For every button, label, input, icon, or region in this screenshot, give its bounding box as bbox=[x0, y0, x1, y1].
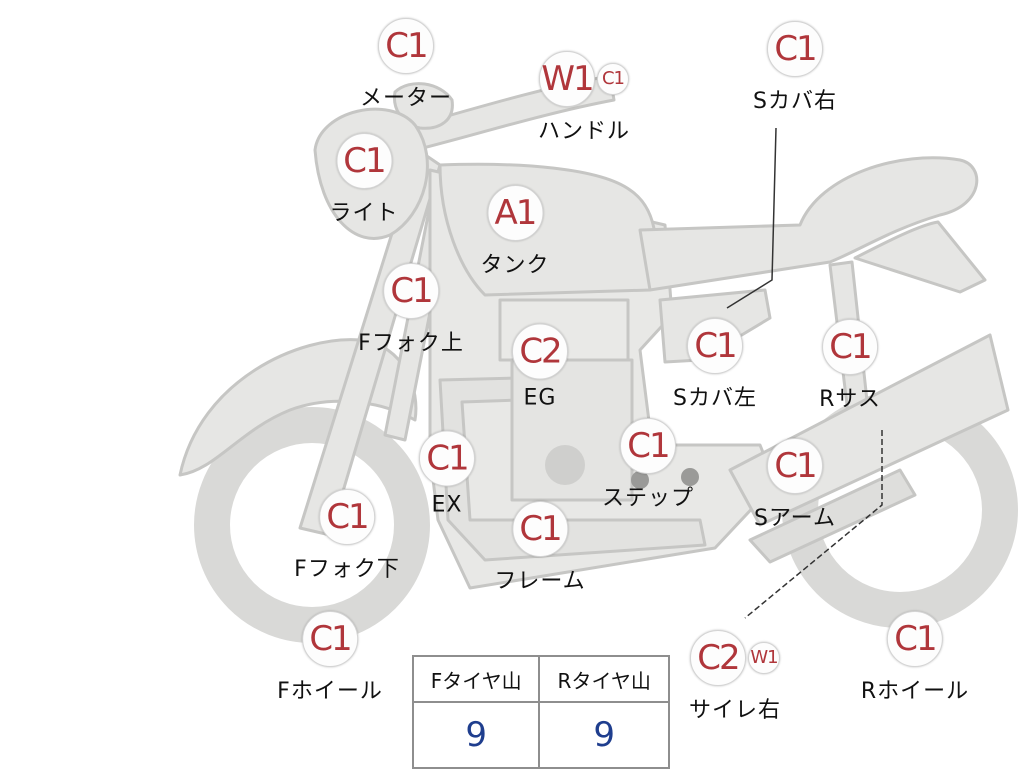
light-grade-badge: C1 bbox=[335, 133, 392, 189]
engine-marker: C2 EG bbox=[512, 323, 568, 411]
frame-label: フレーム bbox=[494, 569, 586, 594]
swing-arm-marker: C1 Sアーム bbox=[754, 438, 836, 532]
meter-label: メーター bbox=[359, 86, 453, 111]
exhaust-grade-badge: C1 bbox=[419, 430, 475, 487]
fork-lower-grade-badge: C1 bbox=[319, 489, 375, 545]
light-label: ライト bbox=[329, 201, 399, 226]
handle-grade-pair: W1 C1 bbox=[538, 51, 630, 107]
swing-arm-grade-badge: C1 bbox=[767, 438, 823, 494]
fork-lower-label: Fフォク下 bbox=[294, 557, 400, 582]
side-cover-right-grade-badge: C1 bbox=[767, 21, 823, 77]
engine-label: EG bbox=[523, 385, 557, 411]
fork-upper-marker: C1 Fフォク上 bbox=[358, 263, 464, 357]
rear-wheel-label: Rホイール bbox=[860, 679, 970, 704]
handle-label: ハンドル bbox=[537, 119, 631, 144]
frame-marker: C1 フレーム bbox=[494, 501, 585, 595]
rear-sus-grade-badge: C1 bbox=[821, 319, 878, 375]
tire-tread-table: Fタイヤ山 Rタイヤ山 9 9 bbox=[411, 655, 670, 769]
fork-upper-grade-badge: C1 bbox=[383, 263, 439, 319]
front-wheel-grade-badge: C1 bbox=[302, 611, 358, 667]
muffler-right-label: サイレ右 bbox=[688, 698, 782, 723]
front-wheel-label: Fホイール bbox=[277, 679, 383, 704]
step-label: ステップ bbox=[601, 486, 695, 511]
handle-grade-badge: W1 bbox=[538, 51, 595, 107]
muffler-right-subgrade-badge: W1 bbox=[747, 642, 780, 674]
tank-marker: A1 タンク bbox=[480, 185, 549, 279]
meter-marker: C1 メーター bbox=[360, 18, 452, 112]
handle-subgrade-badge: C1 bbox=[596, 63, 629, 95]
meter-grade-badge: C1 bbox=[377, 18, 434, 74]
step-marker: C1 ステップ bbox=[602, 418, 694, 512]
frame-grade-badge: C1 bbox=[512, 501, 568, 557]
side-cover-left-marker: C1 Sカバ左 bbox=[673, 318, 757, 412]
swing-arm-label: Sアーム bbox=[754, 506, 836, 531]
exhaust-marker: C1 EX bbox=[419, 430, 475, 518]
rear-sus-marker: C1 Rサス bbox=[819, 319, 881, 413]
muffler-right-grade-pair: C2 W1 bbox=[689, 630, 781, 686]
handle-marker: W1 C1 ハンドル bbox=[538, 51, 630, 145]
exhaust-label: EX bbox=[431, 492, 463, 518]
tail-shape bbox=[853, 220, 987, 294]
seat-shape bbox=[638, 156, 979, 292]
leader-line bbox=[726, 127, 777, 309]
rear-tire-header: Rタイヤ山 bbox=[538, 655, 670, 703]
step-grade-badge: C1 bbox=[619, 418, 676, 474]
leader-line bbox=[744, 430, 883, 619]
side-cover-right-label: Sカバ右 bbox=[753, 89, 837, 114]
rear-wheel-grade-badge: C1 bbox=[886, 611, 943, 667]
front-tire-header: Fタイヤ山 bbox=[411, 655, 541, 703]
fork-lower-marker: C1 Fフォク下 bbox=[294, 489, 400, 583]
muffler-right-grade-badge: C2 bbox=[689, 630, 746, 686]
fork-upper-label: Fフォク上 bbox=[358, 331, 464, 356]
muffler-shape bbox=[748, 468, 917, 564]
side-cover-left-grade-badge: C1 bbox=[687, 318, 743, 374]
muffler-right-marker: C2 W1 サイレ右 bbox=[689, 630, 781, 724]
rear-sus-label: Rサス bbox=[819, 387, 881, 412]
engine-grade-badge: C2 bbox=[512, 323, 568, 380]
side-cover-right-marker: C1 Sカバ右 bbox=[753, 21, 837, 115]
step-peg bbox=[681, 468, 699, 486]
tank-grade-badge: A1 bbox=[486, 185, 543, 241]
tank-label: タンク bbox=[480, 253, 550, 278]
side-cover-left-label: Sカバ左 bbox=[673, 386, 757, 411]
rear-tire-value: 9 bbox=[538, 701, 670, 769]
front-wheel-marker: C1 Fホイール bbox=[277, 611, 383, 705]
rear-wheel-marker: C1 Rホイール bbox=[861, 611, 969, 705]
light-marker: C1 ライト bbox=[329, 133, 398, 227]
step-peg bbox=[631, 471, 649, 489]
front-tire-value: 9 bbox=[411, 701, 541, 769]
